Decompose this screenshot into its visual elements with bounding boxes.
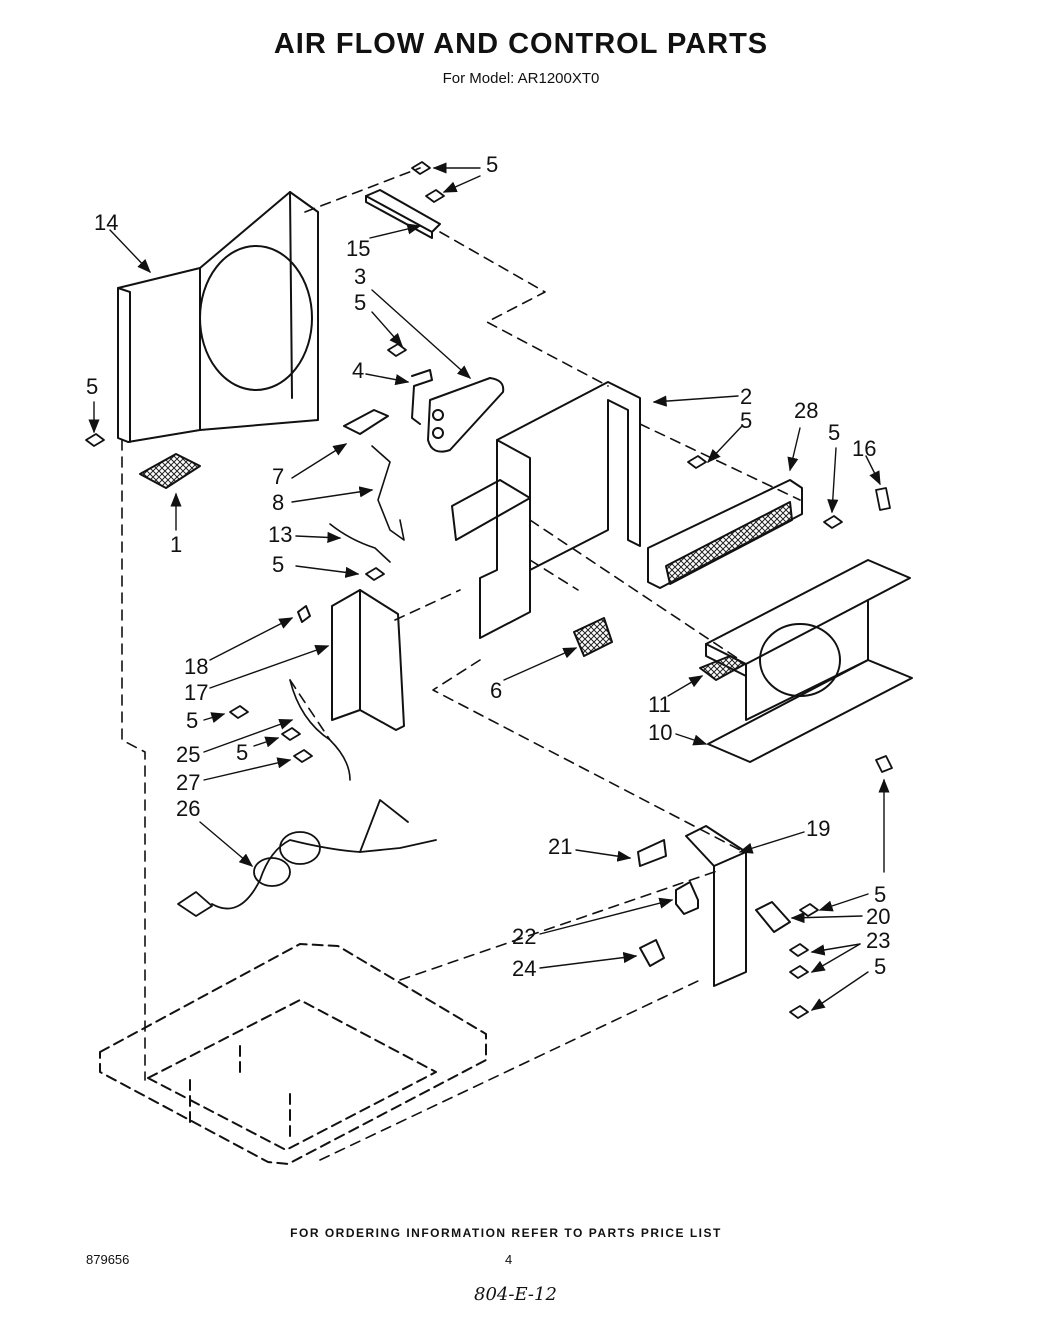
callout-23: 23 bbox=[866, 928, 890, 953]
control-panel-part bbox=[451, 381, 641, 639]
rotary-switch-part bbox=[675, 881, 699, 915]
thermostat-wire-part bbox=[329, 523, 391, 563]
fan-shroud-part bbox=[117, 191, 319, 443]
callout-14: 14 bbox=[94, 210, 118, 235]
foam-pad-part bbox=[139, 453, 201, 489]
callout-5: 5 bbox=[86, 374, 98, 399]
document-number: 879656 bbox=[86, 1252, 130, 1267]
assembly-lines bbox=[121, 167, 801, 1161]
callout-16: 16 bbox=[852, 436, 876, 461]
callout-5: 5 bbox=[486, 152, 498, 177]
callout-5: 5 bbox=[186, 708, 198, 733]
callout-18: 18 bbox=[184, 654, 208, 679]
page-number: 4 bbox=[505, 1252, 513, 1267]
leader-lines bbox=[88, 162, 890, 1011]
capacitor-part bbox=[427, 377, 505, 453]
callout-4: 4 bbox=[352, 358, 364, 383]
callout-5: 5 bbox=[740, 408, 752, 433]
foam-block-part bbox=[699, 655, 746, 681]
bracket-clip-part bbox=[637, 839, 667, 867]
callout-2: 2 bbox=[740, 384, 752, 409]
base-pan-part bbox=[99, 943, 487, 1165]
callout-8: 8 bbox=[272, 490, 284, 515]
mesh-filter-part bbox=[573, 617, 613, 657]
lead-wire-part bbox=[289, 679, 351, 781]
callout-15: 15 bbox=[346, 236, 370, 261]
top-bracket-part bbox=[365, 189, 441, 239]
clip-part bbox=[297, 605, 311, 623]
capacitor-strap-part bbox=[411, 369, 433, 425]
ordering-note: FOR ORDERING INFORMATION REFER TO PARTS … bbox=[290, 1226, 722, 1240]
callout-20: 20 bbox=[866, 904, 890, 929]
callout-5: 5 bbox=[236, 740, 248, 765]
callout-11: 11 bbox=[648, 692, 671, 717]
callout-7: 7 bbox=[272, 464, 284, 489]
callout-13: 13 bbox=[268, 522, 292, 547]
wire-harness-part bbox=[371, 445, 405, 541]
callout-5: 5 bbox=[828, 420, 840, 445]
model-subtitle: For Model: AR1200XT0 bbox=[442, 70, 600, 87]
callout-5: 5 bbox=[272, 552, 284, 577]
switch-bracket-part bbox=[685, 825, 747, 987]
callout-5: 5 bbox=[874, 882, 886, 907]
selector-switch-part bbox=[755, 901, 791, 933]
handwritten-code: 804-E-12 bbox=[474, 1284, 557, 1305]
callout-26: 26 bbox=[176, 796, 200, 821]
side-bracket-part bbox=[331, 589, 405, 731]
toggle-switch-part bbox=[639, 939, 665, 967]
power-cord-part bbox=[177, 799, 437, 917]
callout-25: 25 bbox=[176, 742, 200, 767]
air-grille-part bbox=[647, 479, 803, 589]
callout-3: 3 bbox=[354, 264, 366, 289]
screws bbox=[85, 161, 893, 1019]
callout-labels: 5 14 15 3 5 4 5 2 5 28 5 16 7 8 13 5 1 1… bbox=[86, 152, 890, 981]
callout-21: 21 bbox=[548, 834, 572, 859]
callout-19: 19 bbox=[806, 816, 830, 841]
callout-1: 1 bbox=[170, 532, 182, 557]
callout-28: 28 bbox=[794, 398, 818, 423]
callout-5: 5 bbox=[354, 290, 366, 315]
callout-24: 24 bbox=[512, 956, 536, 981]
callout-17: 17 bbox=[184, 680, 208, 705]
callout-27: 27 bbox=[176, 770, 200, 795]
switch-plate-part bbox=[343, 409, 389, 435]
callout-22: 22 bbox=[512, 924, 536, 949]
page-title: AIR FLOW AND CONTROL PARTS bbox=[273, 28, 769, 60]
callout-5: 5 bbox=[874, 954, 886, 979]
callout-10: 10 bbox=[648, 720, 672, 745]
callout-6: 6 bbox=[490, 678, 502, 703]
